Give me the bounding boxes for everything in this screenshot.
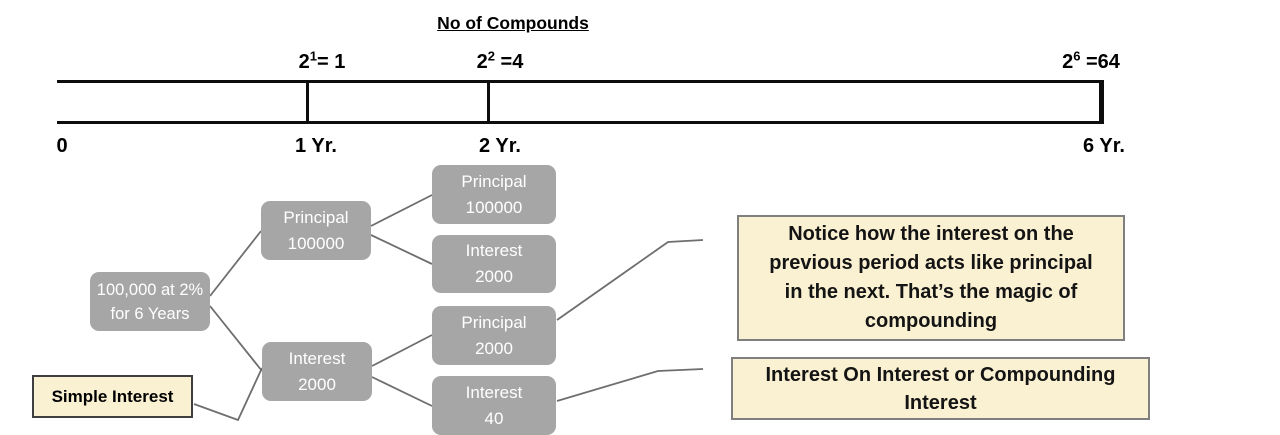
- box-value: 2000: [475, 267, 513, 286]
- compound-marker-2pow2: 22 =4: [476, 48, 524, 74]
- tree-root-line1: 100,000 at 2%: [96, 280, 204, 299]
- box-value: 2000: [475, 338, 513, 358]
- connector-interest1-to-interest2b: [371, 376, 433, 407]
- box-label: Interest: [465, 382, 523, 402]
- timeline-tick-2yr: [487, 80, 490, 124]
- tree-root-line2: for 6 Years: [110, 304, 190, 323]
- compounding-magic-note: Notice how the interest on the previous …: [737, 215, 1125, 341]
- connector-principal1-to-principal2a: [370, 194, 433, 227]
- connector-principal1-to-interest2a: [370, 234, 433, 265]
- note-line: compounding: [864, 310, 998, 332]
- marker-base: 2: [298, 51, 310, 73]
- connector-interest1-to-principal2b: [371, 334, 433, 367]
- note-line: previous period acts like principal: [769, 252, 1093, 274]
- year-label-6yr: 6 Yr.: [1083, 135, 1125, 157]
- simple-interest-label: Simple Interest: [51, 386, 174, 406]
- box-label: Principal: [461, 171, 527, 191]
- timeline-band: [57, 80, 1104, 124]
- connector-simple-interest-callout: [193, 367, 263, 422]
- marker-value: =64: [1080, 51, 1120, 73]
- tree-l2-interest-2000-box: Interest 2000: [432, 235, 556, 293]
- box-value: 2000: [298, 374, 336, 394]
- marker-exponent: 6: [1073, 48, 1081, 64]
- simple-interest-callout: Simple Interest: [32, 375, 193, 418]
- note-line: in the next. That’s the magic of: [784, 281, 1078, 303]
- box-value: 100000: [287, 233, 345, 253]
- marker-exponent: 2: [487, 48, 495, 64]
- box-label: Interest: [465, 241, 523, 260]
- marker-exponent: 1: [309, 48, 317, 64]
- marker-base: 2: [476, 51, 488, 73]
- compound-marker-2pow1: 21= 1: [298, 48, 346, 74]
- tree-l2-interest-40-box: Interest 40: [432, 376, 556, 435]
- compound-marker-2pow6: 26 =64: [1062, 48, 1120, 74]
- year-label-0: 0: [56, 135, 68, 157]
- marker-value: =4: [495, 51, 524, 73]
- box-value: 100000: [465, 197, 523, 217]
- year-label-1yr: 1 Yr.: [295, 135, 337, 157]
- connector-interest2b-to-note2: [556, 368, 704, 402]
- note-line: Interest: [904, 391, 977, 414]
- connector-principal2b-to-note1: [556, 239, 704, 321]
- timeline-tick-1yr: [306, 80, 309, 124]
- box-value: 40: [484, 408, 504, 428]
- note-line: Notice how the interest on the: [788, 223, 1074, 245]
- connector-root-to-principal1: [209, 230, 262, 297]
- timeline-title: No of Compounds: [437, 13, 589, 33]
- tree-l1-interest-box: Interest 2000: [262, 342, 372, 401]
- tree-l2-principal-2000-box: Principal 2000: [432, 306, 556, 365]
- marker-base: 2: [1062, 51, 1074, 73]
- year-label-2yr: 2 Yr.: [479, 135, 521, 157]
- interest-on-interest-note: Interest On Interest or Compounding Inte…: [731, 357, 1150, 420]
- connector-root-to-interest1: [209, 305, 263, 372]
- box-label: Interest: [288, 348, 346, 368]
- tree-l1-principal-box: Principal 100000: [261, 201, 371, 260]
- tree-l2-principal-100000-box: Principal 100000: [432, 165, 556, 224]
- tree-root-box: 100,000 at 2% for 6 Years: [90, 272, 210, 331]
- box-label: Principal: [461, 312, 527, 332]
- marker-value: = 1: [317, 51, 346, 73]
- box-label: Principal: [283, 207, 349, 227]
- note-line: Interest On Interest or Compounding: [765, 363, 1116, 386]
